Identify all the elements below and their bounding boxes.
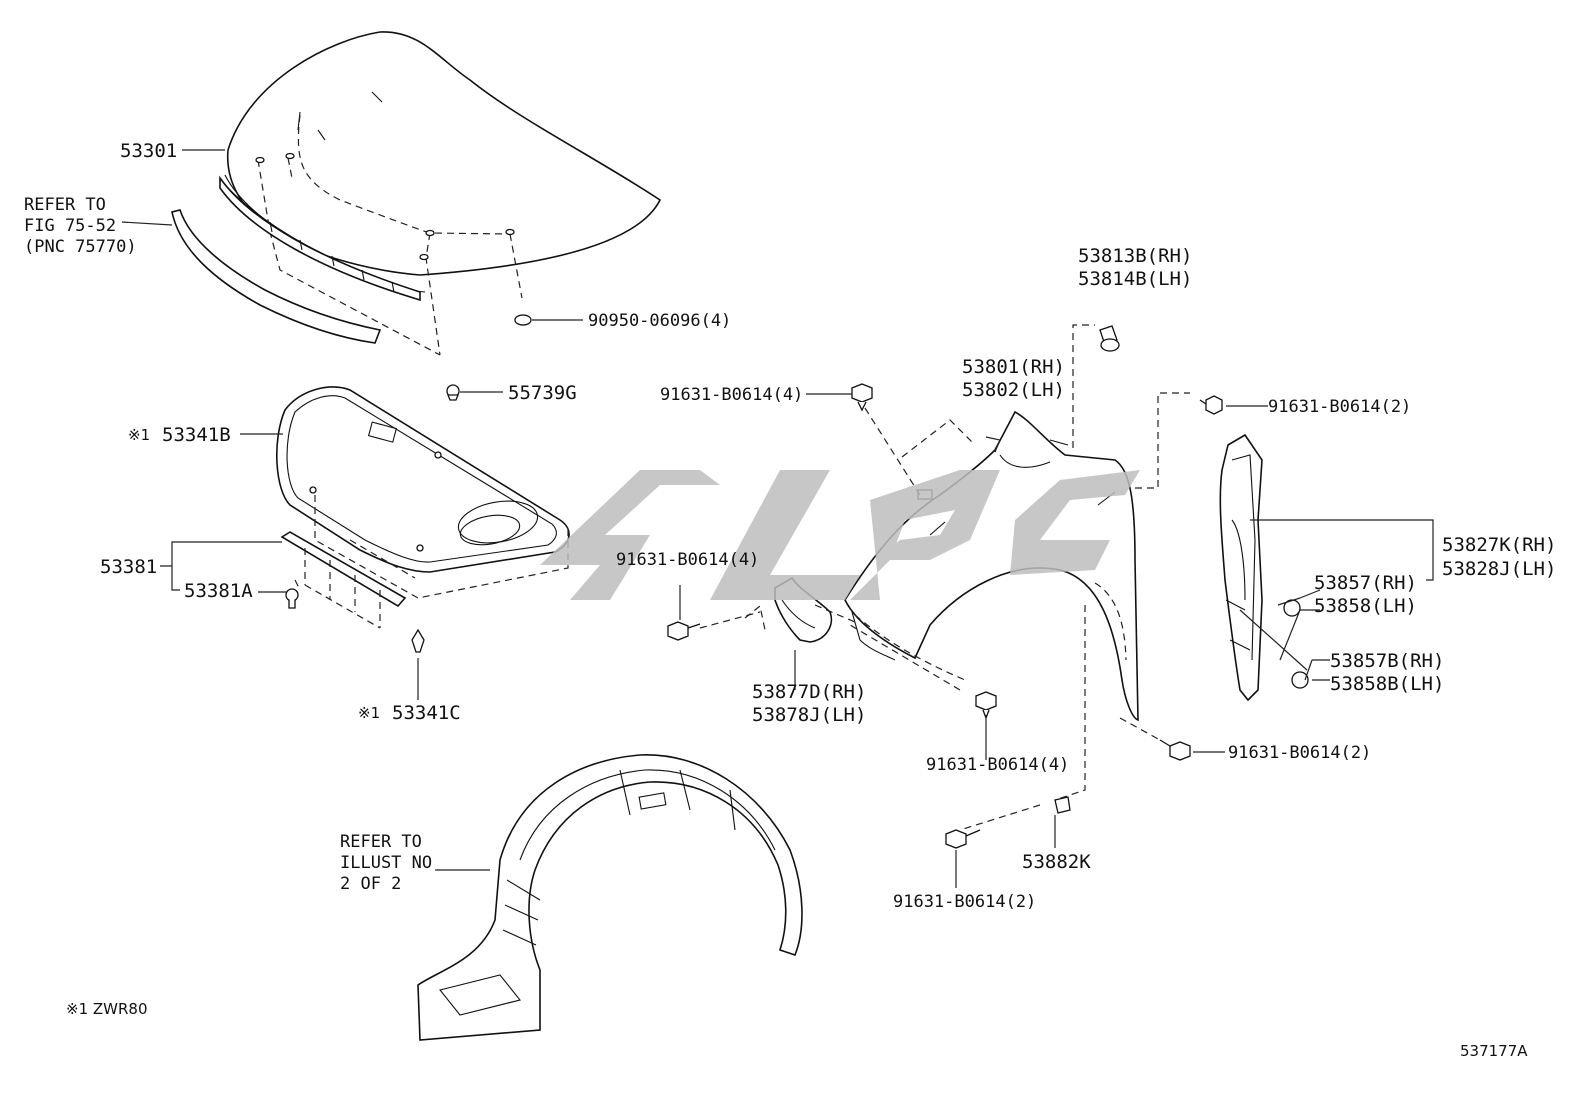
label-refer-fig-line2: FIG 75-52 [24,216,116,236]
leader-lines [121,149,1434,888]
clip-53381a-icon [285,588,299,609]
clip-55739g-icon [446,384,460,401]
label-seal-rh: 53857(RH) [1314,572,1417,594]
cushion-53813b-icon [1099,325,1120,352]
label-bracket-rh: 53827K(RH) [1442,534,1556,556]
label-seal-b-rh: 53857B(RH) [1330,650,1444,672]
label-bolt-mid-left: 91631-B0614(4) [616,550,759,570]
label-cushion-rh: 53813B(RH) [1078,245,1192,267]
label-clip-c: 53341C [392,702,461,724]
label-clip-c-mark: ※1 [358,704,380,722]
fender-side-bracket [1219,433,1263,702]
hood-seal [280,531,407,629]
label-plug-hood: 90950-06096(4) [588,311,731,331]
watermark-logo [540,470,1140,600]
label-seal-a: 53381A [184,580,253,602]
label-refer-illust-line1: REFER TO [340,832,422,852]
label-refer-fig-line3: (PNC 75770) [24,237,137,257]
label-seal-b-lh: 53858B(LH) [1330,673,1444,695]
bolt-bottom-icon [945,829,981,849]
diagram-id: 537177A [1460,1042,1528,1060]
plug-90950-icon [514,314,532,326]
clip-53341c-icon [411,628,425,653]
label-cushion-lh: 53814B(LH) [1078,268,1192,290]
label-bolt-right-top: 91631-B0614(2) [1268,397,1411,417]
label-bolt-bottom: 91631-B0614(2) [893,892,1036,912]
label-seal-lh: 53858(LH) [1314,595,1417,617]
hood-front-strip [219,175,421,302]
label-bolt-mid: 91631-B0614(4) [926,755,1069,775]
label-insulator: 53341B [162,424,231,446]
bolt-mid-left-icon [667,621,701,641]
hood-insulator [276,386,570,599]
footnote: ※1 ZWR80 [66,1000,148,1018]
label-bolt-top: 91631-B0614(4) [660,385,803,405]
label-refer-fig-line1: REFER TO [24,195,106,215]
bolt-top-icon [851,383,873,412]
label-bolt-right-bottom: 91631-B0614(2) [1228,743,1371,763]
bolt-mid-icon [975,691,997,720]
label-splash-lh: 53878J(LH) [752,704,866,726]
bolt-right-bottom-icon [1159,739,1191,761]
label-hood: 53301 [120,140,177,162]
label-fender-rh: 53801(RH) [962,356,1065,378]
label-clip-hood: 55739G [508,382,577,404]
seal-53857b-icon [1291,671,1309,689]
label-insulator-mark: ※1 [128,426,150,444]
hood-molding [171,209,382,344]
label-spacer: 53882K [1022,851,1091,873]
label-refer-illust-line2: ILLUST NO [340,853,432,873]
fender-liner [417,754,803,1041]
label-seal: 53381 [100,556,157,578]
bolt-right-top-icon [1199,395,1223,415]
label-splash-rh: 53877D(RH) [752,681,866,703]
label-refer-illust-line3: 2 OF 2 [340,874,401,894]
spacer-53882k-icon [1054,796,1071,814]
label-fender-lh: 53802(LH) [962,379,1065,401]
label-bracket-lh: 53828J(LH) [1442,558,1556,580]
